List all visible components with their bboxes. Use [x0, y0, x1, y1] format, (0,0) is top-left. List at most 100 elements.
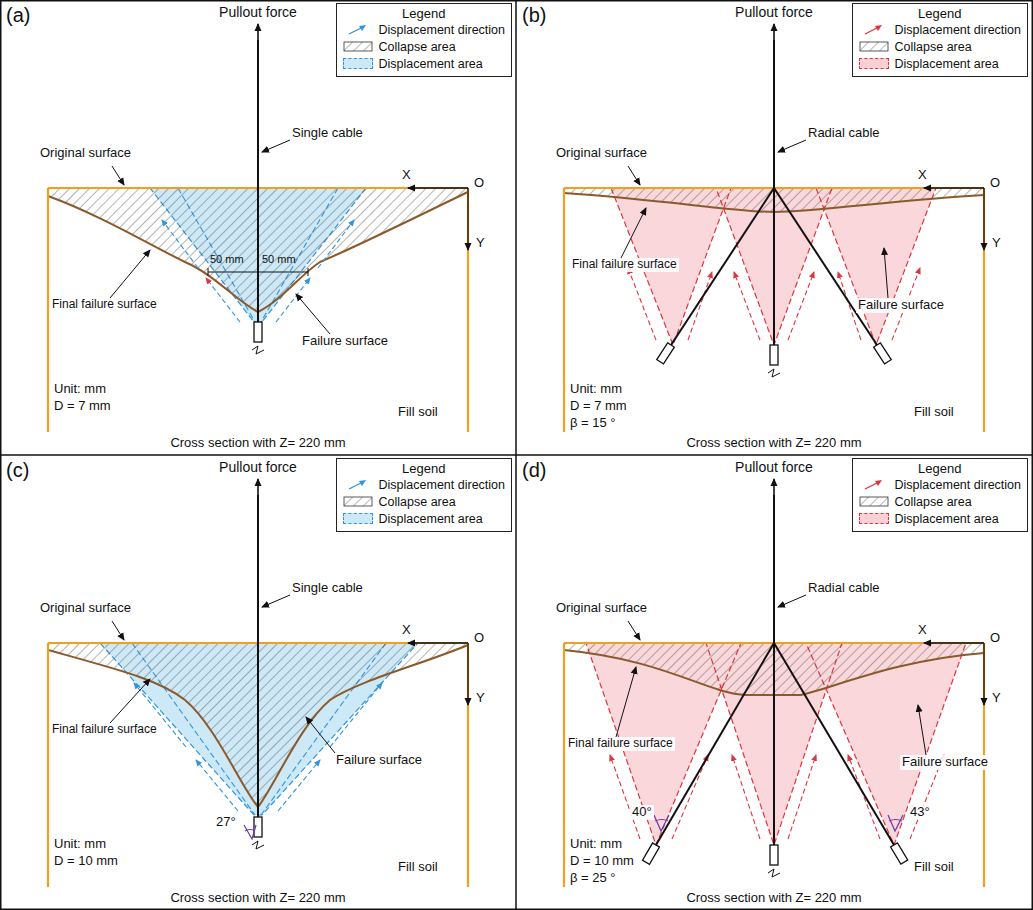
figure-line [774, 188, 877, 345]
legend-text: Collapse area [379, 495, 456, 509]
figure-line [278, 760, 320, 811]
legend-text: Displacement direction [379, 23, 505, 37]
legend-swatch [859, 513, 889, 524]
figure-use [48, 24, 468, 432]
legend-sample [343, 496, 373, 507]
figure-line [732, 755, 760, 839]
figure-label: Single cable [292, 126, 363, 141]
legend-row: Collapse area [859, 38, 1021, 55]
legend-heading: Legend [343, 461, 505, 476]
figure-label: 50 mm [262, 253, 296, 266]
figure-line [774, 643, 894, 845]
figure-label: Final failure surface [50, 723, 159, 737]
legend-sample [343, 24, 373, 35]
legend-row: Collapse area [859, 493, 1021, 510]
figure-label: Failure surface [300, 334, 390, 349]
figure-label: O [474, 631, 484, 646]
figure-label: Pullout force [735, 459, 813, 475]
figure-label: Cross section with Z= 220 mm [686, 891, 861, 906]
figure-label: β = 15 ° [570, 416, 616, 431]
figure-label: Radial cable [808, 581, 880, 596]
figure-line [734, 272, 760, 340]
figure-rect [860, 42, 888, 51]
figure-line [610, 755, 640, 839]
figure-line [110, 679, 150, 723]
figure-label: Fill soil [914, 860, 954, 875]
figure-line [196, 760, 238, 811]
legend-text: Displacement area [895, 512, 999, 526]
legend-heading: Legend [859, 461, 1021, 476]
legend-row: Displacement direction [859, 21, 1021, 38]
figure-label: X [918, 168, 927, 183]
figure-label: Unit: mm [570, 382, 622, 397]
figure-label: Unit: mm [570, 837, 622, 852]
figure-label: D = 7 mm [54, 399, 111, 414]
figure-label: X [402, 168, 411, 183]
figure-path [252, 346, 264, 354]
legend-sample [343, 41, 373, 52]
figure-path [359, 480, 366, 486]
figure-label: Pullout force [219, 4, 297, 20]
figure-label: X [918, 623, 927, 638]
figure-line [773, 495, 775, 845]
figure-label: Unit: mm [54, 837, 106, 852]
figure-label: Y [992, 236, 1001, 251]
legend-box: LegendDisplacement directionCollapse are… [852, 3, 1028, 77]
figure-label: Pullout force [219, 459, 297, 475]
figure-label: Y [476, 691, 485, 706]
figure-label: Failure surface [900, 755, 990, 770]
legend-text: Displacement area [895, 57, 999, 71]
figure-line [788, 755, 816, 839]
figure-line [788, 272, 814, 340]
figure-line [688, 272, 712, 340]
figure-label: Fill soil [398, 860, 438, 875]
figure-line [778, 595, 806, 607]
legend-swatch [859, 58, 889, 69]
figure-line [884, 248, 888, 298]
figure-label: Cross section with Z= 220 mm [170, 891, 345, 906]
legend-box: LegendDisplacement directionCollapse are… [852, 458, 1028, 532]
figure-label: Fill soil [914, 405, 954, 420]
legend-swatch [343, 41, 373, 52]
figure-line [628, 268, 656, 340]
figure-path [252, 841, 264, 849]
figure-line [206, 278, 240, 322]
legend-swatch [343, 24, 373, 35]
legend-row: Displacement area [343, 510, 505, 527]
figure-use [48, 479, 468, 887]
legend-text: Collapse area [379, 40, 456, 54]
legend-row: Displacement direction [343, 476, 505, 493]
panel-letter: (c) [6, 459, 29, 482]
figure-label: X [402, 623, 411, 638]
legend-swatch [343, 496, 373, 507]
panel-a-figure [48, 24, 468, 432]
figure-line [848, 755, 880, 839]
figure-line [918, 705, 926, 755]
figure-label: 43° [908, 805, 932, 820]
figure-path [875, 25, 882, 31]
legend-sample [859, 24, 889, 35]
panel-c-figure [48, 479, 468, 887]
figure-line [318, 220, 354, 268]
legend-swatch [343, 479, 373, 490]
legend-swatch [343, 58, 373, 69]
legend-swatch [859, 496, 889, 507]
figure-line [621, 208, 646, 258]
figure-label: O [474, 176, 484, 191]
figure-label: 40° [630, 805, 654, 820]
legend-swatch [859, 24, 889, 35]
figure-label: D = 10 mm [570, 854, 634, 869]
figure-label: Original surface [40, 601, 131, 616]
figure-rect [770, 845, 778, 865]
figure-label: D = 7 mm [570, 399, 627, 414]
figure-use [564, 479, 984, 887]
panel-d-figure [564, 479, 984, 887]
legend-row: Collapse area [343, 38, 505, 55]
legend-text: Displacement direction [379, 478, 505, 492]
figure-label: Original surface [40, 146, 131, 161]
legend-swatch [859, 41, 889, 52]
figure-line [134, 683, 186, 747]
figure-label: Failure surface [856, 298, 946, 313]
legend-box: LegendDisplacement directionCollapse are… [336, 3, 512, 77]
